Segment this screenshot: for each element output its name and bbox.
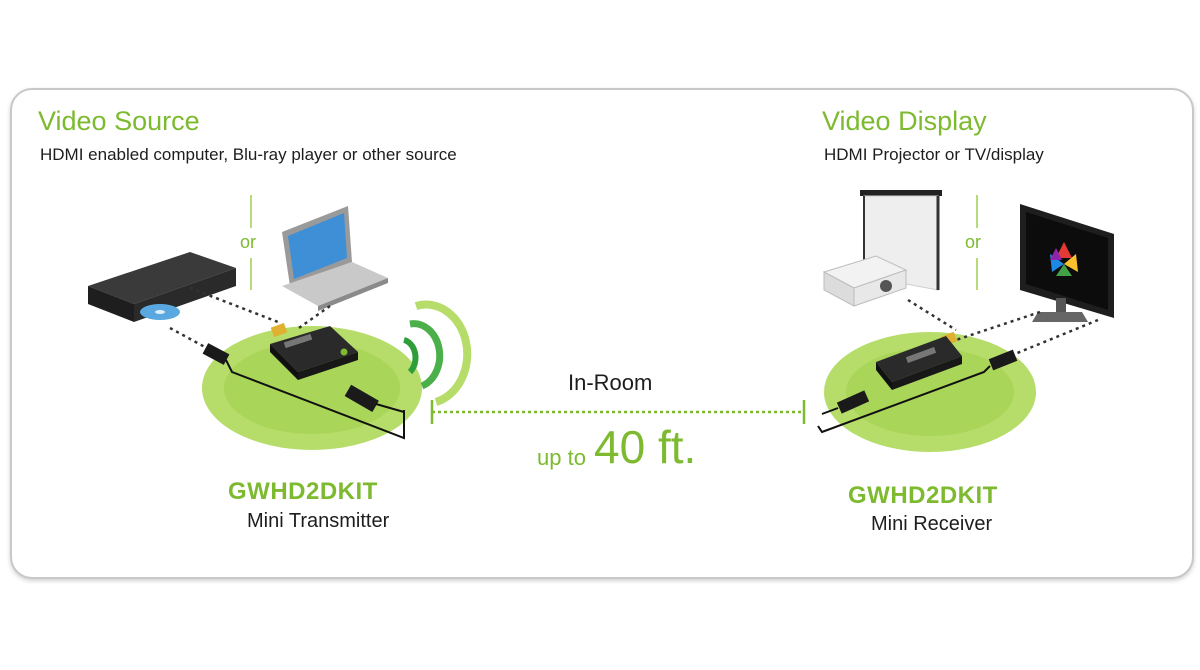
bluray-player-icon	[88, 252, 236, 322]
video-display-title: Video Display	[822, 106, 987, 136]
in-room-range-line	[430, 400, 806, 424]
source-or-label: or	[240, 232, 257, 252]
transmitter-name: Mini Transmitter	[247, 510, 390, 532]
laptop-icon	[282, 206, 388, 311]
receiver-dongle-icon	[876, 331, 962, 390]
video-display-subtitle: HDMI Projector or TV/display	[824, 145, 1044, 164]
display-or-label: or	[965, 232, 982, 252]
video-source-title: Video Source	[38, 106, 200, 136]
range-prefix: up to	[537, 445, 586, 470]
diagram-panel	[10, 88, 1194, 579]
video-source-subtitle: HDMI enabled computer, Blu-ray player or…	[40, 145, 457, 164]
projector-icon	[822, 255, 908, 307]
in-room-label: In-Room	[568, 370, 653, 395]
receiver-model: GWHD2DKIT	[848, 482, 998, 509]
hdmi-cable-right	[817, 349, 1018, 434]
range-value: 40 ft.	[594, 421, 697, 473]
tv-monitor-icon	[1020, 204, 1114, 322]
wireless-signal-icon	[402, 300, 472, 406]
transmitter-model: GWHD2DKIT	[228, 478, 378, 505]
transmitter-dongle-icon	[270, 322, 358, 380]
receiver-name: Mini Receiver	[871, 513, 993, 535]
hdmi-cable-left	[202, 343, 405, 440]
